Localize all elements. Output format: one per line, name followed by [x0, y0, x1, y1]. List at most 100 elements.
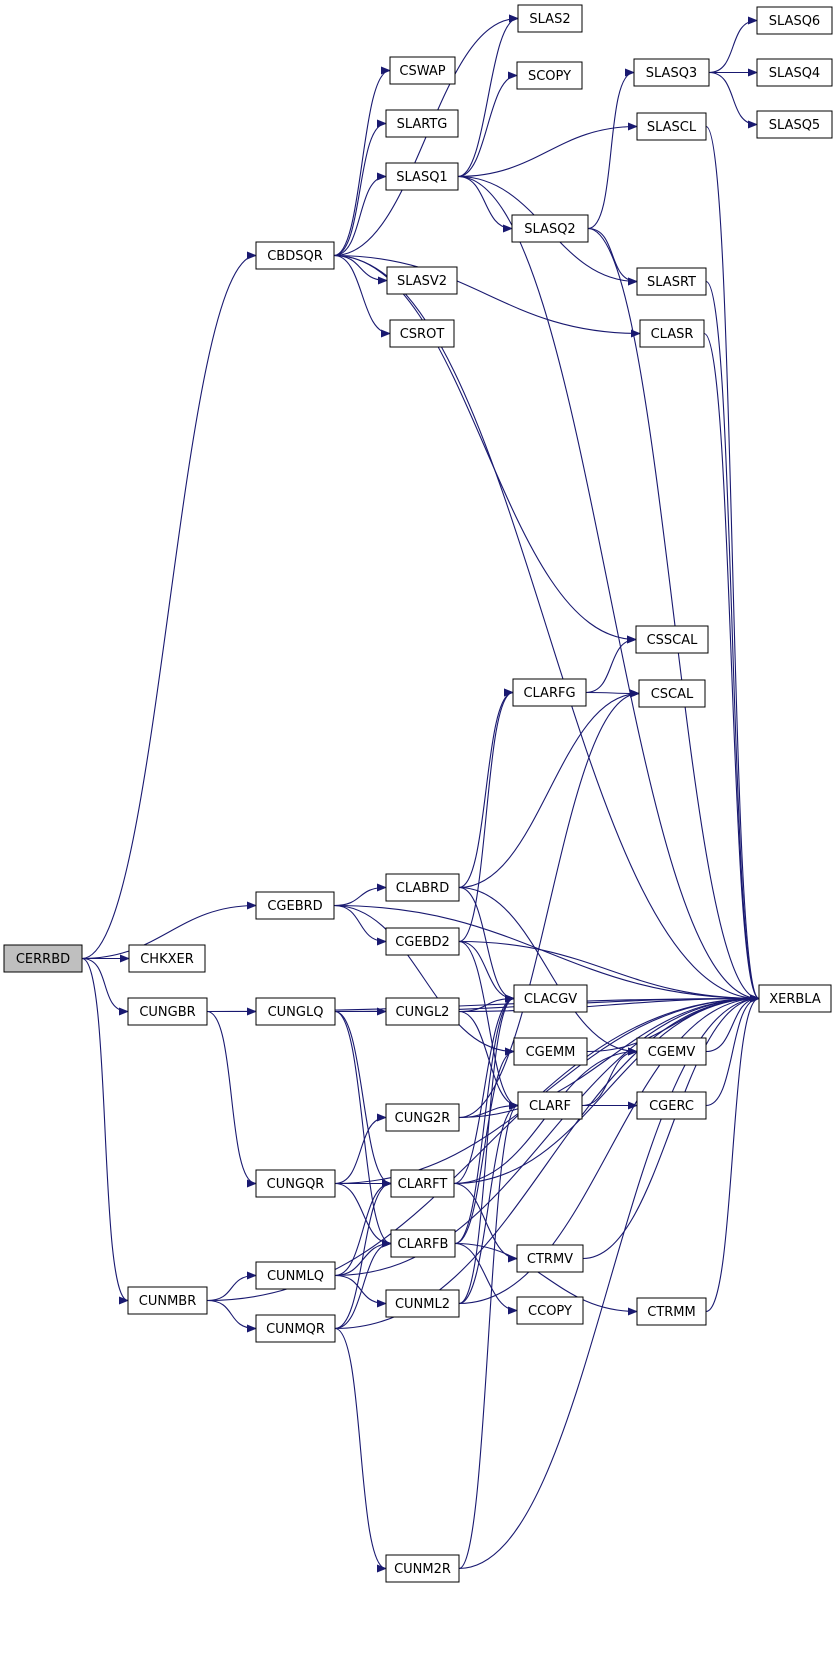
node-cunmlq[interactable]: CUNMLQ	[255, 1261, 336, 1290]
node-slasq6[interactable]: SLASQ6	[756, 6, 833, 35]
edge-clarfg-to-csscal	[585, 635, 637, 694]
node-slasq2-label: SLASQ2	[524, 222, 575, 237]
node-cung2r[interactable]: CUNG2R	[385, 1103, 460, 1132]
node-chkxer-label: CHKXER	[140, 952, 194, 967]
node-cgerc[interactable]: CGERC	[636, 1091, 707, 1120]
edge-clabrd-to-clacgv	[458, 886, 515, 1003]
edge-cbdsqr-to-xerbla	[333, 254, 760, 1003]
node-cscal[interactable]: CSCAL	[638, 679, 706, 708]
node-ccopy-label: CCOPY	[528, 1304, 572, 1319]
node-scopy-label: SCOPY	[528, 69, 571, 84]
edge-cunmlq-to-clarft	[334, 1179, 392, 1277]
node-clasr[interactable]: CLASR	[639, 319, 705, 348]
node-clarf-label: CLARF	[529, 1099, 571, 1114]
node-clarft[interactable]: CLARFT	[390, 1169, 455, 1198]
node-clacgv[interactable]: CLACGV	[513, 984, 588, 1013]
node-ccopy[interactable]: CCOPY	[516, 1296, 584, 1325]
node-cunml2[interactable]: CUNML2	[385, 1289, 460, 1318]
node-cgebrd[interactable]: CGEBRD	[255, 891, 335, 920]
node-csrot-label: CSROT	[400, 327, 445, 342]
node-clabrd-box	[385, 873, 460, 902]
node-cgebd2[interactable]: CGEBD2	[385, 927, 460, 956]
node-ctrmv-box	[516, 1244, 584, 1273]
node-slasq5[interactable]: SLASQ5	[756, 110, 833, 139]
node-slascl[interactable]: SLASCL	[636, 112, 707, 141]
edge-clarfb-to-ccopy	[454, 1242, 518, 1315]
edge-cgebrd-to-xerbla	[333, 904, 760, 1003]
edge-cgebrd-to-cgemm	[333, 904, 515, 1056]
node-clarfg-label: CLARFG	[523, 686, 575, 701]
node-csscal[interactable]: CSSCAL	[635, 625, 709, 654]
edge-slasrt-to-xerbla	[705, 280, 760, 1003]
edge-cgebd2-to-clarfg	[458, 688, 514, 943]
node-slartg-label: SLARTG	[397, 117, 448, 132]
node-cerrbd[interactable]: CERRBD	[3, 944, 83, 973]
node-clarfb[interactable]: CLARFB	[390, 1229, 456, 1258]
node-csrot[interactable]: CSROT	[389, 319, 455, 348]
node-cung2r-label: CUNG2R	[395, 1111, 451, 1126]
node-cunglq[interactable]: CUNGLQ	[255, 997, 336, 1026]
node-cunm2r[interactable]: CUNM2R	[385, 1554, 460, 1583]
node-slasrt[interactable]: SLASRT	[636, 267, 707, 296]
node-cung2r-box	[385, 1103, 460, 1132]
node-cunmbr-label: CUNMBR	[139, 1294, 196, 1309]
node-slasq3[interactable]: SLASQ3	[633, 58, 710, 87]
node-cgebd2-label: CGEBD2	[395, 935, 450, 950]
node-slartg[interactable]: SLARTG	[385, 109, 459, 138]
node-cungqr[interactable]: CUNGQR	[255, 1169, 336, 1198]
node-clarf[interactable]: CLARF	[517, 1091, 583, 1120]
node-csscal-box	[635, 625, 709, 654]
node-scopy[interactable]: SCOPY	[516, 61, 583, 90]
node-cswap[interactable]: CSWAP	[389, 56, 456, 85]
edge-cunmlq-to-cunml2	[334, 1274, 387, 1308]
node-slasq1[interactable]: SLASQ1	[385, 162, 459, 191]
node-clarfg-box	[512, 678, 587, 707]
node-slasq6-box	[756, 6, 833, 35]
node-clabrd[interactable]: CLABRD	[385, 873, 460, 902]
node-cbdsqr-box	[255, 241, 335, 270]
node-slasq6-label: SLASQ6	[769, 14, 820, 29]
node-clarfg[interactable]: CLARFG	[512, 678, 587, 707]
node-cgebd2-box	[385, 927, 460, 956]
edge-cunm2r-to-xerbla	[458, 994, 760, 1570]
node-chkxer[interactable]: CHKXER	[128, 944, 206, 973]
edge-slasq1-to-slascl	[457, 122, 638, 178]
node-cungl2-box	[385, 997, 460, 1026]
node-slasq4[interactable]: SLASQ4	[756, 58, 833, 87]
node-slasv2[interactable]: SLASV2	[386, 266, 458, 295]
node-scopy-box	[516, 61, 583, 90]
node-cunmqr-box	[255, 1314, 336, 1343]
edge-cerrbd-to-cunmbr	[81, 957, 129, 1305]
node-slasq2[interactable]: SLASQ2	[511, 214, 589, 243]
node-cgemm[interactable]: CGEMM	[513, 1037, 588, 1066]
node-cunmbr[interactable]: CUNMBR	[127, 1286, 208, 1315]
node-ctrmv[interactable]: CTRMV	[516, 1244, 584, 1273]
node-cbdsqr[interactable]: CBDSQR	[255, 241, 335, 270]
edge-cgebd2-to-clarf	[458, 940, 519, 1110]
node-slasq4-box	[756, 58, 833, 87]
node-cscal-box	[638, 679, 706, 708]
node-cunmqr[interactable]: CUNMQR	[255, 1314, 336, 1343]
node-xerbla[interactable]: XERBLA	[758, 984, 832, 1013]
node-cgerc-label: CGERC	[649, 1099, 694, 1114]
node-ctrmm[interactable]: CTRMM	[636, 1297, 707, 1326]
node-cunmlq-label: CUNMLQ	[267, 1269, 324, 1284]
node-cgemv[interactable]: CGEMV	[636, 1037, 707, 1066]
edge-cunml2-to-xerbla	[458, 994, 760, 1305]
edge-cungl2-to-clarf	[458, 1010, 519, 1110]
node-cerrbd-box	[3, 944, 83, 973]
edge-cbdsqr-to-slasv2	[333, 254, 388, 285]
edge-ctrmv-to-xerbla	[582, 994, 760, 1260]
node-slas2[interactable]: SLAS2	[517, 4, 583, 33]
node-cunmlq-box	[255, 1261, 336, 1290]
edge-cbdsqr-to-csrot	[333, 254, 391, 338]
edge-cunmbr-to-cunmqr	[206, 1299, 257, 1333]
node-slasq5-box	[756, 110, 833, 139]
node-slascl-box	[636, 112, 707, 141]
node-slasrt-label: SLASRT	[647, 275, 696, 290]
edge-cunmqr-to-clarft	[334, 1179, 392, 1330]
node-cungl2[interactable]: CUNGL2	[385, 997, 460, 1026]
node-cungbr[interactable]: CUNGBR	[127, 997, 208, 1026]
edge-cbdsqr-to-slartg	[333, 119, 387, 257]
node-clarfb-label: CLARFB	[398, 1237, 449, 1252]
